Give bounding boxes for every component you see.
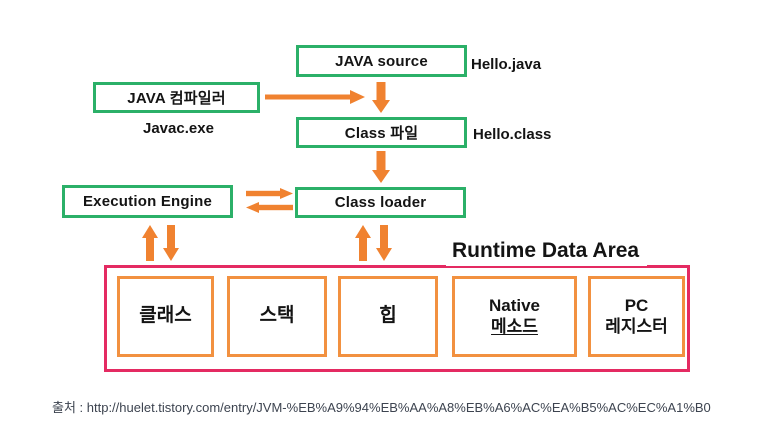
runtime-cell-pc-line2: 레지스터 xyxy=(605,316,668,336)
arrow-left-icon xyxy=(246,202,293,213)
runtime-cell-class-label: 클래스 xyxy=(139,305,192,327)
arrow-right-icon xyxy=(246,188,293,199)
arrow-right-icon xyxy=(265,90,365,104)
runtime-cell-native-line1: Native xyxy=(488,296,541,316)
arrow-down-icon xyxy=(376,225,392,261)
runtime-data-area-box: 클래스 스택 힙 Native 메소드 PC 레지스터 xyxy=(104,265,690,372)
arrow-down-icon xyxy=(372,82,390,113)
arrow-up-icon xyxy=(142,225,158,261)
class-file-label: Class 파일 xyxy=(344,125,419,142)
runtime-cell-stack: 스택 xyxy=(227,276,327,357)
runtime-cell-pc-register: PC 레지스터 xyxy=(588,276,685,357)
runtime-cell-class: 클래스 xyxy=(117,276,214,357)
hello-java-label: Hello.java xyxy=(471,56,542,73)
java-compiler-label: JAVA 컴파일러 xyxy=(127,90,226,107)
execution-engine-box: Execution Engine xyxy=(62,185,233,218)
runtime-cell-native-method: Native 메소드 xyxy=(452,276,577,357)
java-source-label: JAVA source xyxy=(335,52,428,70)
bidirectional-arrows-loader xyxy=(355,225,392,261)
arrow-down-icon xyxy=(163,225,179,261)
runtime-cell-native-line2: 메소드 xyxy=(491,316,538,336)
javac-exe-label: Javac.exe xyxy=(143,120,214,137)
runtime-cell-heap-label: 힙 xyxy=(379,305,397,327)
runtime-data-area-title: Runtime Data Area xyxy=(446,239,648,266)
hello-class-label: Hello.class xyxy=(473,126,552,143)
java-source-box: JAVA source xyxy=(296,45,467,77)
runtime-cell-pc-line1: PC xyxy=(624,296,649,316)
arrow-up-icon xyxy=(355,225,371,261)
bidirectional-arrows-execution xyxy=(142,225,179,261)
execution-engine-label: Execution Engine xyxy=(82,193,213,210)
runtime-cell-heap: 힙 xyxy=(338,276,438,357)
runtime-cell-stack-label: 스택 xyxy=(259,305,295,327)
class-file-box: Class 파일 xyxy=(296,117,467,148)
source-attribution-text: 출처 : http://huelet.tistory.com/entry/JVM… xyxy=(52,400,711,415)
class-loader-box: Class loader xyxy=(295,187,466,218)
arrow-down-icon xyxy=(372,151,390,183)
java-compiler-box: JAVA 컴파일러 xyxy=(93,82,260,113)
class-loader-label: Class loader xyxy=(334,194,427,211)
